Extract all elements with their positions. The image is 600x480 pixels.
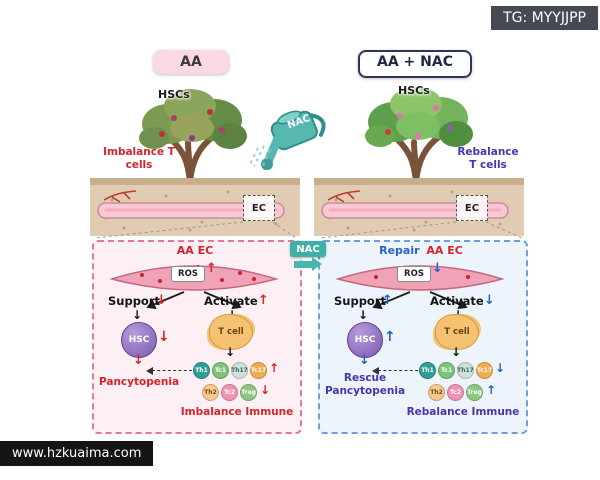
aa-tree-illustration (139, 89, 247, 184)
cell-th1: Th1 (193, 362, 210, 379)
aa-support-label: Support (108, 294, 161, 308)
cell-tc1: Tc1 (438, 362, 455, 379)
rebalance-immune-label: Rebalance Immune (406, 406, 520, 418)
aanac-tree-illustration (365, 87, 473, 184)
aa-hscs-label: HSCs (158, 88, 190, 101)
aa-ec-suffix-label: AA EC (426, 244, 463, 257)
aanac-cells-row2: Th2 Tc2 Treg (428, 384, 483, 401)
repair-label: Repair (379, 244, 420, 257)
aa-row2-down-arrow: ↓ (260, 383, 271, 397)
aanac-ros-label: ROS (404, 269, 424, 279)
aa-vessel-sprig (103, 190, 137, 203)
aanac-activate-label: Activate (430, 294, 484, 308)
cell-th2: Th2 (202, 384, 219, 401)
cell-tc17: Tc17 (250, 362, 267, 379)
cell-th2: Th2 (428, 384, 445, 401)
aanac-support-label: Support (334, 294, 387, 308)
aa-cells-row1: Th1 Tc1 Th17 Tc17 (193, 362, 267, 379)
aa-ros-pill: ROS (171, 266, 205, 282)
aa-activate-label: Activate (204, 294, 258, 308)
pancytopenia-label: Pancytopenia (98, 376, 180, 388)
aa-cells-row2: Th2 Tc2 Treg (202, 384, 257, 401)
aa-diverging-arrows (146, 291, 242, 310)
aanac-title-pill: AA + NAC (358, 50, 472, 78)
aa-zoom-dashes (93, 221, 297, 239)
aanac-hsc-label: HSC (354, 335, 376, 345)
aanac-row1-down-arrow: ↓ (495, 361, 506, 375)
aanac-ros-down-arrow: ↓ (432, 261, 443, 276)
cell-tc1: Tc1 (212, 362, 229, 379)
aanac-hsc-up-arrow: ↑ (384, 329, 396, 345)
aa-hsc-label: HSC (128, 335, 150, 345)
aanac-rescue-arrow: ↓ (359, 353, 370, 368)
aa-row1-up-arrow: ↑ (269, 361, 280, 375)
aanac-zoom-dashes (319, 221, 523, 239)
aa-dashed-arrow-head (146, 367, 153, 375)
aa-activate-up-arrow: ↑ (258, 293, 269, 308)
aanac-dashed-arrow-head (372, 367, 379, 375)
aanac-support-flow-arrow: ↓ (358, 308, 369, 322)
cell-th17: Th17 (457, 362, 474, 379)
aanac-tcell-blob: T cell (435, 314, 479, 350)
aa-hsc-circle: HSC (121, 322, 157, 358)
aanac-activate-down-arrow: ↓ (484, 293, 495, 308)
cell-tc2: Tc2 (447, 384, 464, 401)
cell-th1: Th1 (419, 362, 436, 379)
aanac-hsc-circle: HSC (347, 322, 383, 358)
aa-tcell-label: T cell (218, 327, 244, 337)
aanac-dashed-arrow-line (378, 370, 418, 371)
aa-ros-label: ROS (178, 269, 198, 279)
aanac-ec-box: EC (456, 195, 488, 221)
aa-tcell-flow-arrow: ↓ (225, 345, 236, 359)
nac-arrow-shaft (294, 261, 312, 268)
aanac-hscs-label: HSCs (398, 84, 430, 97)
aanac-row2-up-arrow: ↑ (486, 383, 497, 397)
aa-tcell-blob: T cell (209, 314, 253, 350)
tg-watermark-badge: TG: MYYJJPP (491, 6, 598, 30)
aanac-tcell-flow-arrow: ↓ (451, 345, 462, 359)
aanac-tcell-label: T cell (444, 327, 470, 337)
aanac-ros-pill: ROS (397, 266, 431, 282)
cell-treg: Treg (466, 384, 483, 401)
water-drops (250, 145, 271, 169)
aanac-vessel-sprig (327, 190, 361, 203)
repair-aa-ec-header: Repair AA EC (318, 244, 524, 257)
nac-arrow-pill: NAC (290, 241, 326, 257)
aa-support-flow-arrow: ↓ (132, 308, 143, 322)
cell-th17: Th17 (231, 362, 248, 379)
cell-tc17: Tc17 (476, 362, 493, 379)
aanac-diverging-arrows (372, 291, 468, 310)
aa-ec-label: EC (251, 202, 267, 214)
aanac-support-up-arrow: ↑ (382, 293, 393, 308)
aa-hsc-down-arrow: ↓ (158, 329, 170, 345)
cell-tc2: Tc2 (221, 384, 238, 401)
aa-dashed-arrow-line (152, 370, 192, 371)
site-watermark-badge: www.hzkuaima.com (0, 441, 154, 466)
aa-ec-header: AA EC (176, 244, 214, 257)
rescue-pancytopenia-label: Rescue Pancytopenia (324, 372, 406, 397)
aanac-ec-label: EC (464, 202, 480, 214)
imbalance-immune-label: Imbalance Immune (180, 406, 294, 418)
aa-support-down-arrow: ↓ (156, 293, 167, 308)
aanac-cells-row1: Th1 Tc1 Th17 Tc17 (419, 362, 493, 379)
aa-pancytopenia-arrow: ↓ (133, 353, 144, 368)
aa-ros-up-arrow: ↑ (206, 261, 217, 276)
aa-ec-box: EC (243, 195, 275, 221)
nac-arrow-label: NAC (296, 243, 320, 255)
imbalance-tcells-label: Imbalance T cells (103, 146, 175, 171)
nac-watering-can (250, 110, 326, 170)
nac-arrow-head (312, 257, 322, 271)
rebalance-tcells-label: Rebalance T cells (457, 146, 519, 171)
aa-title-pill: AA (153, 50, 229, 74)
cell-treg: Treg (240, 384, 257, 401)
